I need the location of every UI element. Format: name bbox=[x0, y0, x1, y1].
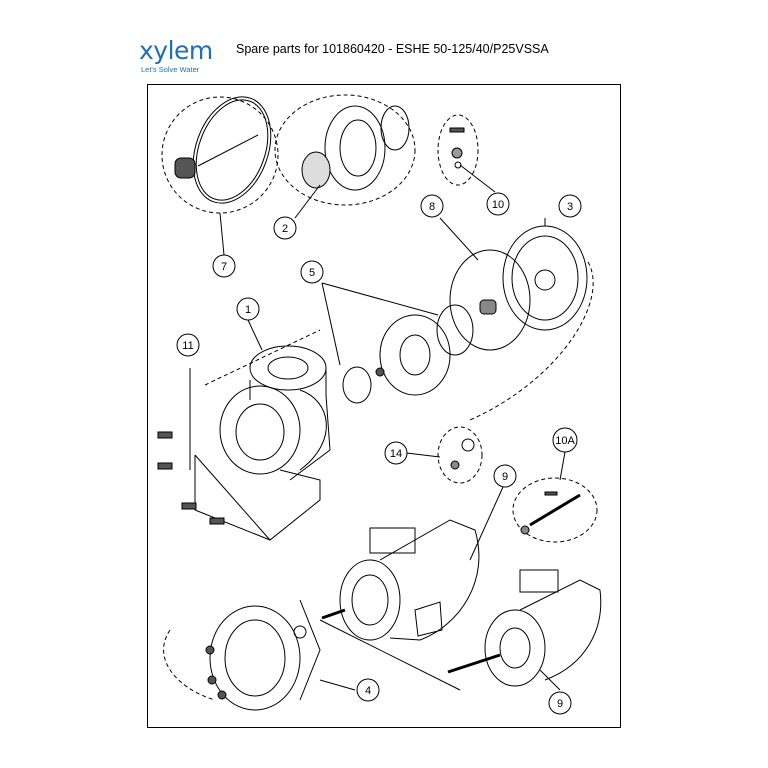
balloon-7-label: 7 bbox=[221, 261, 227, 273]
logo-wordmark: xylem bbox=[139, 36, 213, 65]
balloon-2: 2 bbox=[273, 216, 297, 240]
balloon-1-label: 1 bbox=[245, 304, 251, 316]
balloon-8-label: 8 bbox=[429, 201, 435, 213]
balloon-9-upper: 9 bbox=[493, 464, 517, 488]
balloon-10: 10 bbox=[486, 192, 510, 216]
part-group-3 bbox=[469, 225, 594, 421]
part-group-4 bbox=[163, 599, 321, 711]
drawing-frame bbox=[147, 84, 621, 728]
logo-tagline: Let's Solve Water bbox=[141, 65, 200, 74]
balloon-5-label: 5 bbox=[309, 267, 315, 279]
balloon-9-upper-label: 9 bbox=[502, 471, 508, 483]
balloon-14: 14 bbox=[384, 441, 408, 465]
xylem-logo: xylem Let's Solve Water bbox=[139, 38, 231, 78]
balloon-2-label: 2 bbox=[282, 223, 288, 235]
balloon-5: 5 bbox=[300, 260, 324, 284]
balloon-10a-label: 10A bbox=[555, 435, 575, 447]
balloon-4: 4 bbox=[356, 678, 380, 702]
balloon-3: 3 bbox=[558, 194, 582, 218]
part-group-1 bbox=[204, 329, 331, 481]
part-group-9-upper bbox=[321, 519, 480, 641]
leader-lines bbox=[219, 164, 566, 691]
balloon-3-label: 3 bbox=[567, 201, 573, 213]
balloon-14-label: 14 bbox=[390, 448, 402, 460]
balloon-11-label: 11 bbox=[182, 340, 193, 352]
balloon-1: 1 bbox=[236, 297, 260, 321]
part-group-10a bbox=[512, 477, 598, 543]
balloon-10-label: 10 bbox=[492, 199, 504, 211]
part-group-10 bbox=[437, 114, 479, 186]
balloon-4-label: 4 bbox=[365, 685, 371, 697]
part-group-5 bbox=[342, 299, 497, 404]
balloon-10a: 10A bbox=[552, 427, 578, 453]
part-group-8 bbox=[449, 249, 531, 351]
balloon-9-lower-label: 9 bbox=[557, 698, 563, 710]
part-group-14 bbox=[437, 426, 483, 484]
balloon-7: 7 bbox=[212, 254, 236, 278]
balloon-8: 8 bbox=[420, 194, 444, 218]
page-title: Spare parts for 101860420 - ESHE 50-125/… bbox=[236, 42, 549, 56]
part-group-9-lower bbox=[319, 569, 602, 691]
balloon-11: 11 bbox=[176, 333, 200, 357]
part-group-7 bbox=[161, 96, 279, 214]
part-group-11 bbox=[157, 368, 321, 541]
balloon-9-lower: 9 bbox=[548, 691, 572, 715]
part-group-2 bbox=[274, 94, 416, 206]
